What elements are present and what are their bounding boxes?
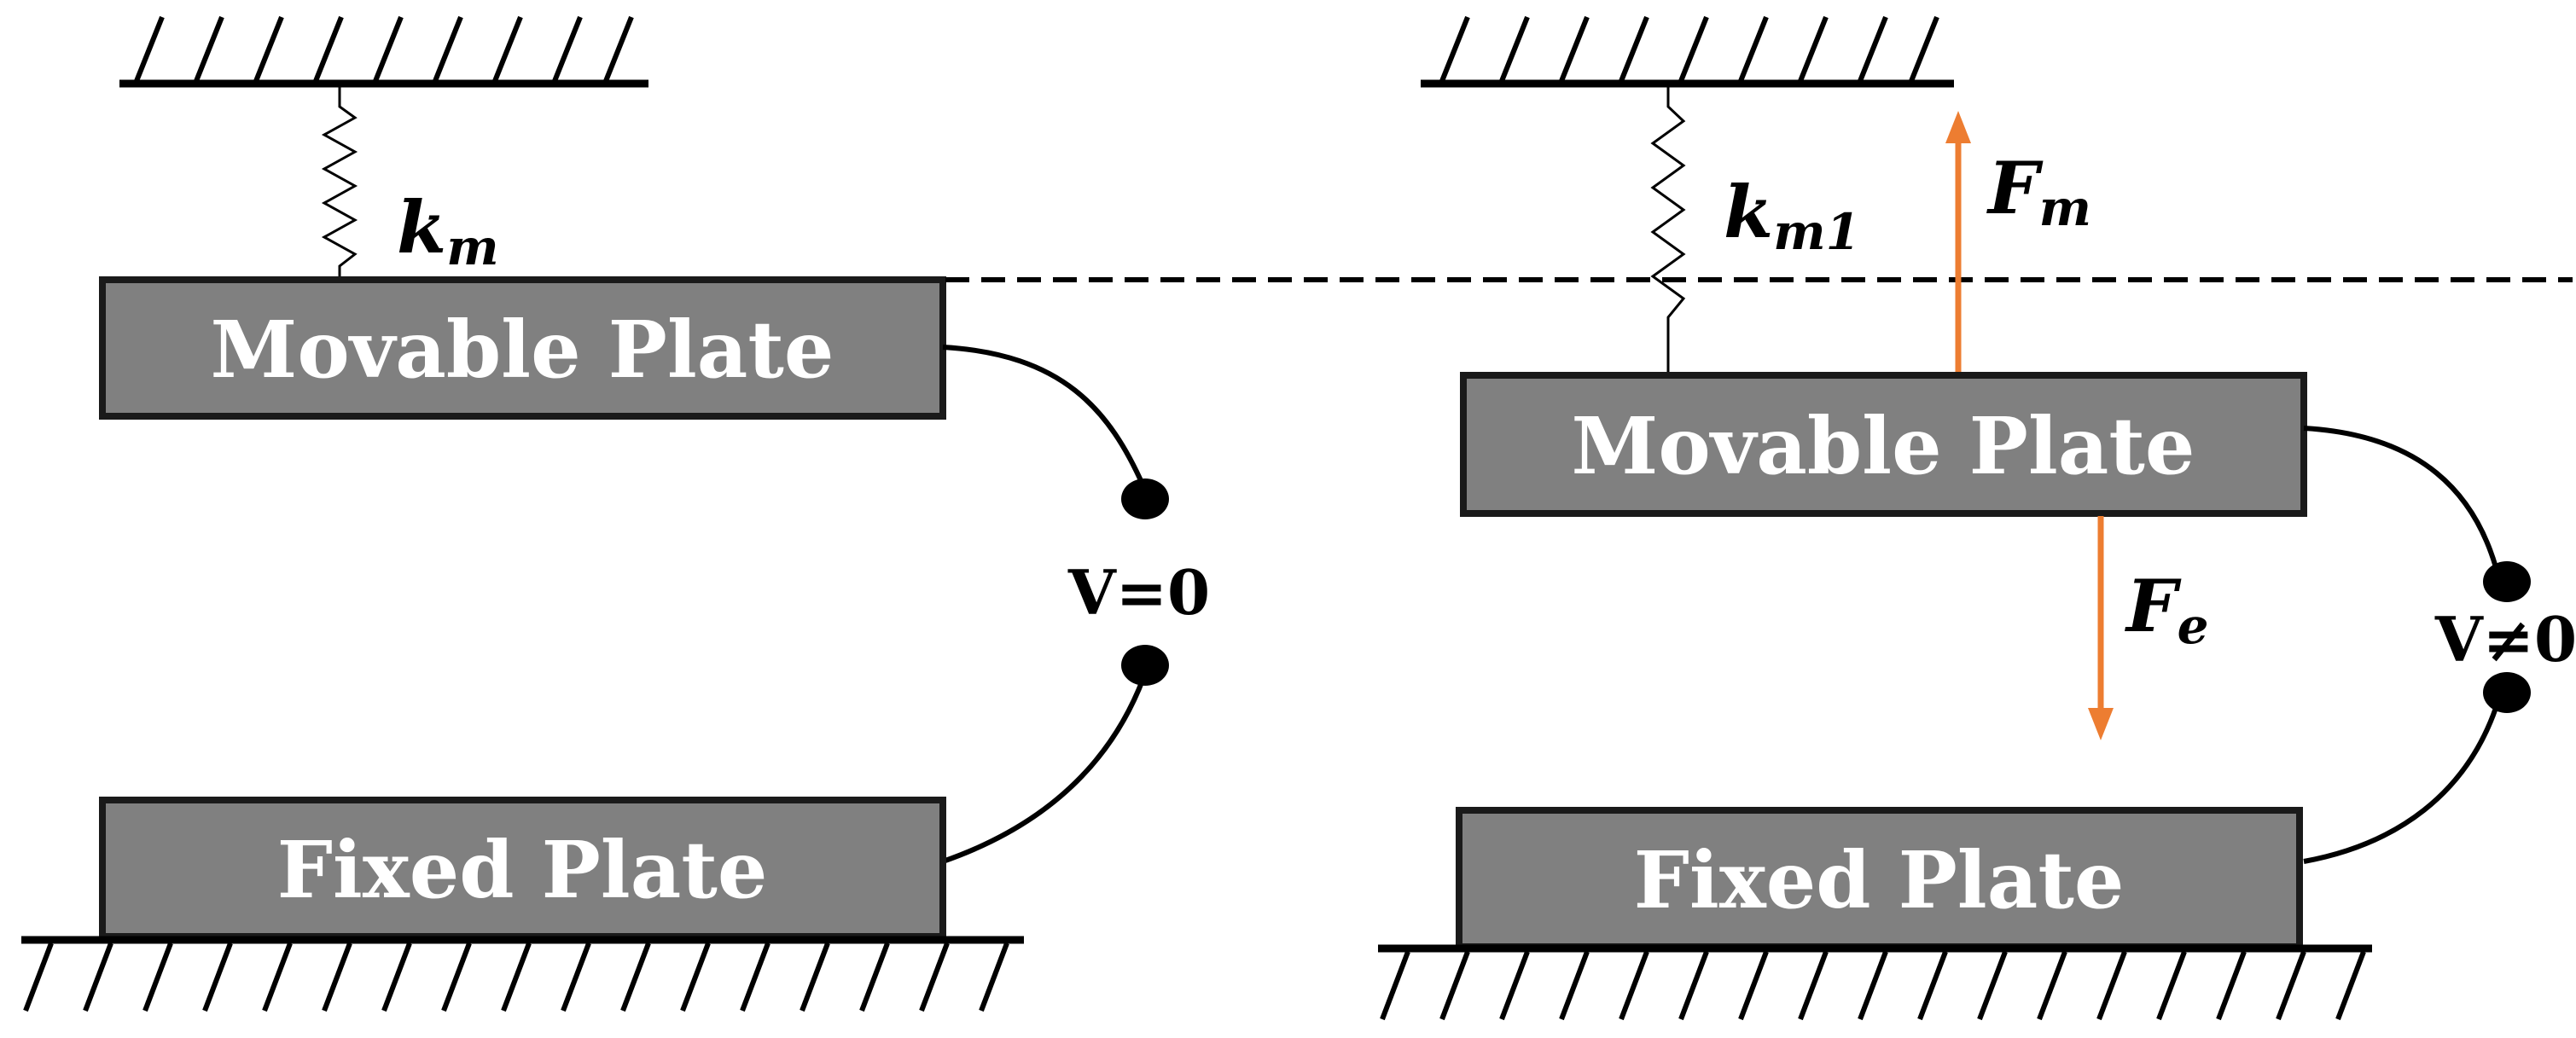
right-spring-label: km1 (1724, 170, 1860, 261)
mechanical-force-arrowhead (1945, 111, 1971, 143)
electrostatic-force-arrowhead (2088, 708, 2114, 740)
right-lower-wire (2303, 707, 2498, 864)
right-panel: km1 Fm Movable Plate Fe V≠0 Fixed Plate (1378, 15, 2576, 1021)
right-top-anchor (1421, 15, 1954, 88)
right-spring (1650, 85, 1686, 374)
left-spring (321, 85, 358, 278)
left-panel: km Movable Plate V=0 Fixed Plate (21, 15, 1210, 1012)
right-lower-terminal (2483, 672, 2531, 713)
left-lower-terminal (1121, 645, 1169, 686)
mechanical-force-label: Fm (1986, 146, 2091, 237)
right-ground (1378, 944, 2372, 1021)
right-voltage-label: V≠0 (2434, 603, 2576, 676)
right-upper-terminal (2483, 561, 2531, 602)
left-upper-terminal (1121, 478, 1169, 519)
left-movable-plate-label: Movable Plate (211, 304, 834, 396)
left-ground (21, 936, 1024, 1012)
left-voltage-label: V=0 (1067, 556, 1210, 629)
electrostatic-force-label: Fe (2125, 564, 2209, 655)
right-movable-plate-label: Movable Plate (1572, 400, 2195, 492)
right-fixed-plate-label: Fixed Plate (1634, 834, 2125, 926)
left-spring-label: km (397, 185, 499, 276)
left-lower-wire (942, 676, 1146, 864)
left-fixed-plate-label: Fixed Plate (277, 824, 768, 916)
right-movable-plate (1460, 372, 2307, 517)
left-top-anchor (119, 15, 648, 88)
left-upper-wire (942, 345, 1146, 488)
right-upper-wire (2303, 426, 2498, 568)
